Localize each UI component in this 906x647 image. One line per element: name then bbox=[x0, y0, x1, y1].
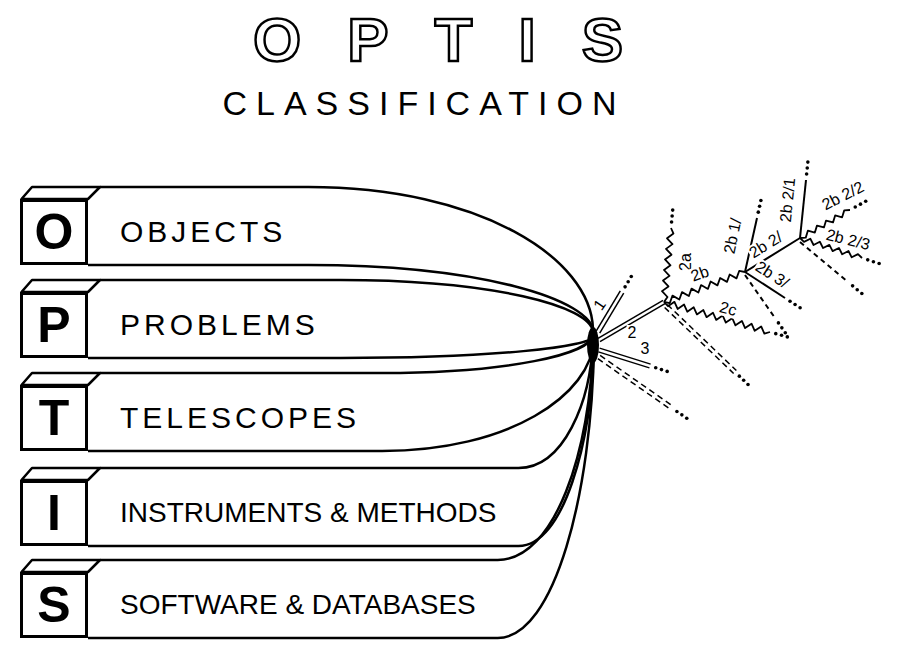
wavy-branch bbox=[664, 302, 770, 334]
band-bottom-line bbox=[88, 345, 594, 638]
category-band: T TELESCOPES bbox=[20, 385, 580, 451]
continuation-dot bbox=[866, 258, 870, 262]
title: OPTIS bbox=[0, 4, 876, 75]
continuation-dot bbox=[675, 410, 679, 414]
cube-top bbox=[22, 373, 101, 385]
continuation-dot bbox=[859, 202, 863, 206]
category-name: OBJECTS bbox=[120, 199, 286, 265]
category-band: O OBJECTS bbox=[20, 199, 580, 265]
band-bottom-line bbox=[88, 339, 594, 451]
category-name: INSTRUMENTS & METHODS bbox=[120, 480, 496, 546]
branch-code: 2b 2/2 bbox=[819, 178, 868, 213]
continuation-dot bbox=[793, 303, 797, 307]
band-outlines bbox=[22, 187, 595, 638]
continuation-dot bbox=[660, 368, 664, 372]
continuation-dot bbox=[788, 299, 792, 303]
branch-code: 2 bbox=[627, 325, 638, 341]
continuation-dot bbox=[671, 208, 675, 212]
continuation-dot bbox=[783, 331, 787, 335]
continuation-dot bbox=[626, 280, 630, 284]
cube-top bbox=[22, 187, 101, 199]
category-band: P PROBLEMS bbox=[20, 292, 580, 358]
continuation-dot bbox=[777, 321, 781, 325]
double-branch bbox=[598, 359, 671, 410]
continuation-dot bbox=[670, 220, 674, 224]
category-letter: P bbox=[20, 292, 88, 358]
continuation-dot bbox=[786, 335, 790, 339]
continuation-dot bbox=[851, 284, 855, 288]
category-letter: O bbox=[20, 199, 88, 265]
continuation-dot bbox=[680, 413, 684, 417]
continuation-dot bbox=[780, 333, 784, 337]
continuation-dot bbox=[872, 260, 876, 264]
cube-top bbox=[22, 560, 101, 572]
continuation-dot bbox=[860, 292, 864, 296]
branch-code: 2b 1/ bbox=[721, 216, 744, 256]
branch-code: 2c bbox=[717, 299, 739, 319]
continuation-dot bbox=[742, 378, 746, 382]
band-top-line bbox=[100, 187, 593, 329]
continuation-dot bbox=[798, 306, 802, 310]
continuation-dot bbox=[780, 326, 784, 330]
continuation-dot bbox=[685, 417, 689, 421]
caption: CLASSIFICATION bbox=[0, 84, 839, 123]
category-name: TELESCOPES bbox=[120, 385, 360, 451]
branch-code: 2b 3/ bbox=[752, 258, 792, 292]
band-bottom-line bbox=[88, 342, 594, 546]
continuation-dot bbox=[774, 332, 778, 336]
continuation-dot bbox=[654, 366, 658, 370]
continuation-dot bbox=[629, 275, 633, 279]
category-letter: I bbox=[20, 480, 88, 546]
branch-code: 2b 2/1 bbox=[778, 176, 799, 224]
continuation-dot bbox=[864, 199, 868, 203]
continuation-dot bbox=[623, 285, 627, 289]
cube-top bbox=[22, 468, 101, 480]
category-band: I INSTRUMENTS & METHODS bbox=[20, 480, 580, 546]
continuation-dot bbox=[806, 160, 810, 164]
category-name: SOFTWARE & DATABASES bbox=[120, 572, 476, 638]
wavy-branch bbox=[662, 228, 673, 302]
category-name: PROBLEMS bbox=[120, 292, 319, 358]
branch-code: 2b 2/3 bbox=[824, 227, 873, 254]
branch-code: 3 bbox=[640, 341, 651, 357]
continuation-dot bbox=[853, 205, 857, 209]
double-branch bbox=[600, 355, 673, 406]
continuation-dot bbox=[877, 262, 881, 266]
continuation-dot bbox=[757, 210, 761, 214]
continuation-dot bbox=[805, 166, 809, 170]
category-letter: S bbox=[20, 572, 88, 638]
branch bbox=[800, 180, 806, 238]
category-letter: T bbox=[20, 385, 88, 451]
continuation-dot bbox=[738, 374, 742, 378]
continuation-dot bbox=[746, 383, 750, 387]
continuation-dot bbox=[665, 370, 669, 374]
continuation-dot bbox=[759, 199, 763, 203]
band-top-line bbox=[100, 341, 593, 560]
branch-code: 1 bbox=[590, 296, 609, 314]
band-top-line bbox=[100, 338, 593, 468]
double-branch bbox=[600, 304, 665, 342]
branch-tree bbox=[596, 160, 881, 420]
double-branch bbox=[665, 307, 734, 373]
junction-knot bbox=[587, 327, 599, 363]
continuation-dot bbox=[855, 288, 859, 292]
category-band: S SOFTWARE & DATABASES bbox=[20, 572, 580, 638]
branch-code: 2b bbox=[688, 263, 712, 285]
cube-top bbox=[22, 280, 101, 292]
branch-code: 2b 2/ bbox=[746, 228, 786, 261]
continuation-dot bbox=[805, 172, 809, 176]
branch bbox=[800, 242, 848, 282]
continuation-dot bbox=[670, 214, 674, 218]
continuation-dot bbox=[758, 204, 762, 208]
